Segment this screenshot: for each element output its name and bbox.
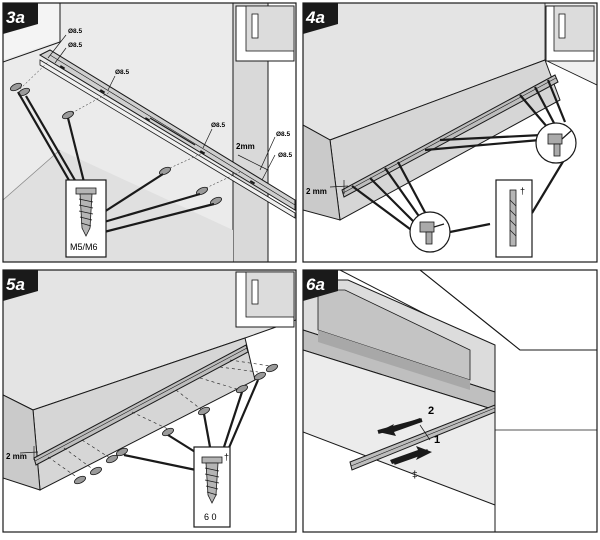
step-number: 3a [6,8,25,27]
dimension-label: Ø8.5 [276,131,290,138]
arrow-label-pull: 2 [428,405,434,417]
panel-frame [302,269,598,533]
dimension-label: Ø8.5 [68,28,82,35]
panel-frame [2,269,297,533]
drill-icon [409,211,451,253]
dagger-mark: † [224,452,229,462]
step-badge [303,3,338,34]
screw-size-label: 6 0 [204,512,217,522]
step-badge [303,270,338,301]
drill-icon [535,122,577,164]
dimension-label: Ø8.5 [68,42,82,49]
panel-6a: 6a 2 1 ‡ [302,269,598,533]
gap-label: 2 mm [306,187,327,196]
panel-3a: 3a Ø8.5 Ø8.5 Ø8.5 Ø8.5 Ø8.5 Ø8.5 2mm M5/… [2,2,297,263]
gap-label: 2mm [236,142,255,151]
screw-icon [75,187,97,237]
step-badge [3,3,38,34]
drill-bit-icon [509,189,517,247]
arrow-label-push: 1 [434,434,440,446]
screw-size-label: M5/M6 [70,242,98,252]
panel-frame [302,2,598,263]
screw-icon [201,456,223,504]
dagger-mark: † [520,186,525,196]
gap-label: 2 mm [6,452,27,461]
panel-frame [2,2,297,263]
dimension-label: Ø8.5 [278,152,292,159]
double-dagger-mark: ‡ [412,470,418,481]
step-number: 6a [306,275,325,294]
dimension-label: Ø8.5 [211,122,225,129]
step-badge [3,270,38,301]
step-number: 4a [305,8,325,27]
panel-4a: 4a 2 mm † [302,2,598,263]
panel-5a: 5a 2 mm † 6 0 [2,269,297,533]
step-number: 5a [6,275,25,294]
dimension-label: Ø8.5 [115,69,129,76]
